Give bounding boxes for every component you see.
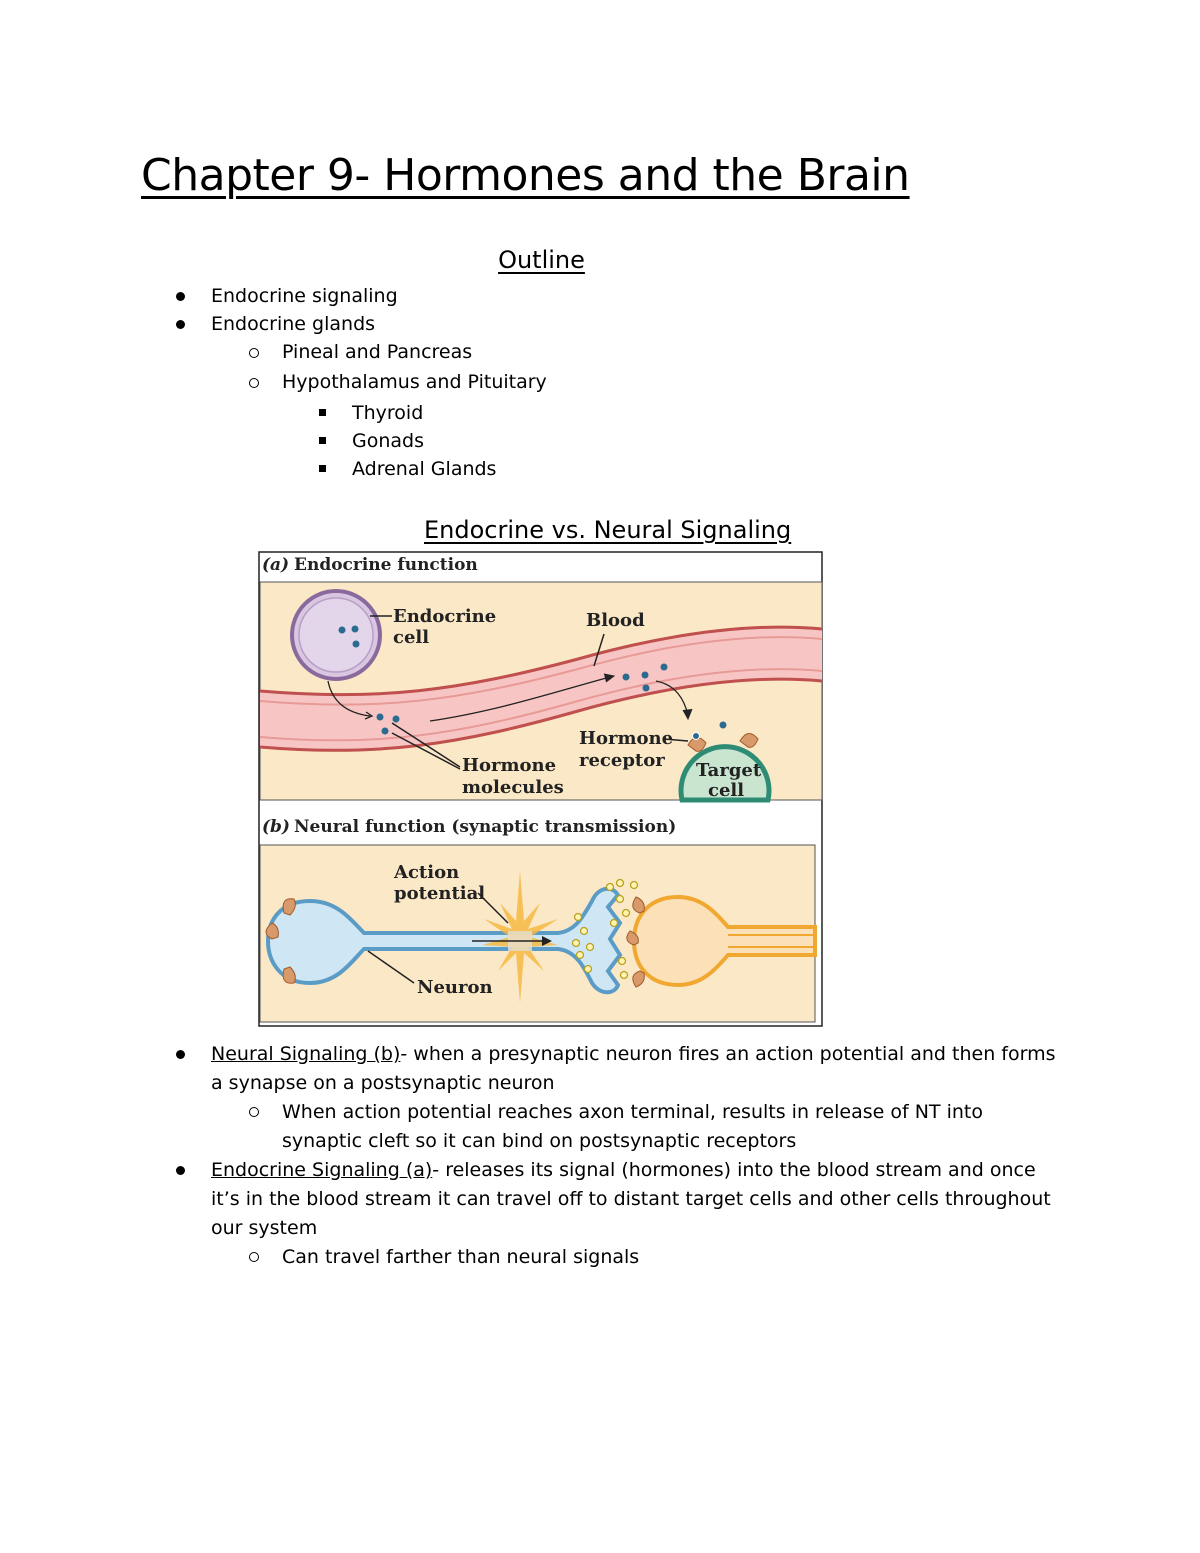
target-cell xyxy=(678,744,772,803)
target-cell-label: Target xyxy=(696,760,762,781)
receptor-icon xyxy=(632,970,645,988)
bullet-circle-icon xyxy=(249,378,259,388)
arrow-head-icon xyxy=(603,673,616,683)
vessel-inner-top xyxy=(259,636,823,706)
hormone-dot xyxy=(352,640,360,648)
endocrine-signaling-subnote: Can travel farther than neural signals xyxy=(282,1246,640,1268)
vessel-wall-bottom xyxy=(259,677,823,752)
receptor-icon xyxy=(739,733,759,748)
neural-signaling-text: - when a presynaptic neuron fires an act… xyxy=(211,1043,1056,1094)
action-potential-label-line xyxy=(477,892,509,924)
outline-heading: Outline xyxy=(498,246,585,274)
outline-item: Thyroid xyxy=(352,402,424,424)
bullet-square-icon xyxy=(319,409,326,416)
release-arrow xyxy=(327,680,371,717)
outline-item: Adrenal Glands xyxy=(352,458,497,480)
hormone-dot xyxy=(660,663,668,671)
receptor-icon xyxy=(687,737,707,752)
panel-a-letter: (a) xyxy=(262,555,289,575)
hormone-dot xyxy=(392,715,400,723)
hormone-molecules-label: molecules xyxy=(462,777,564,798)
outline-item: Endocrine glands xyxy=(211,313,376,335)
receptor-label-line xyxy=(663,738,689,742)
arrow-head-icon xyxy=(542,936,552,946)
bullet-square-icon xyxy=(319,465,326,472)
receptor-icon xyxy=(626,930,639,946)
hormone-dot xyxy=(719,721,727,729)
bullet-square-icon xyxy=(319,437,326,444)
blood-label: Blood xyxy=(586,610,645,631)
target-cell-label: cell xyxy=(708,780,744,801)
presynaptic-neuron xyxy=(265,886,623,995)
signaling-figure: (a) Endocrine function Endocrine cell Bl… xyxy=(258,551,823,1027)
bullet-disc-icon xyxy=(176,292,185,301)
bullet-circle-icon xyxy=(249,348,259,358)
vessel-wall-top xyxy=(259,625,823,697)
panel-b-title: Neural function (synaptic transmission) xyxy=(294,817,676,837)
hormone-dot xyxy=(642,684,650,692)
hormone-dot xyxy=(376,713,384,721)
arrow-head-icon xyxy=(364,711,374,720)
hormone-dot xyxy=(641,671,649,679)
hormone-dot xyxy=(622,673,630,681)
endocrine-cell-inner xyxy=(298,597,374,673)
blood-label-line xyxy=(593,633,605,667)
figure-heading: Endocrine vs. Neural Signaling xyxy=(424,516,792,544)
outline-item: Endocrine signaling xyxy=(211,285,398,307)
vessel-inner-bottom xyxy=(259,668,823,742)
receptor-icon xyxy=(632,896,645,914)
endocrine-signaling-text: - releases its signal (hormones) into th… xyxy=(211,1159,1051,1239)
vesicle-group xyxy=(571,878,639,980)
bullet-circle-icon xyxy=(249,1252,259,1262)
flow-arrow xyxy=(429,676,611,722)
action-potential-label: potential xyxy=(394,883,485,904)
endocrine-cell-label: cell xyxy=(393,627,429,648)
molecules-label-line xyxy=(391,732,461,770)
hormone-dot xyxy=(351,625,359,633)
hormone-dot xyxy=(692,732,700,740)
hormone-receptor-label: receptor xyxy=(579,750,665,771)
postsynaptic-neuron xyxy=(631,894,817,988)
hormone-dot xyxy=(338,626,346,634)
neural-signaling-note: Neural Signaling (b)- when a presynaptic… xyxy=(211,1040,1061,1098)
outline-item: Pineal and Pancreas xyxy=(282,341,473,363)
bullet-disc-icon xyxy=(176,1166,185,1175)
outline-item: Gonads xyxy=(352,430,424,452)
hormone-dot xyxy=(381,727,389,735)
neuron-label-line xyxy=(367,950,415,984)
page-title: Chapter 9- Hormones and the Brain xyxy=(141,150,910,201)
bullet-disc-icon xyxy=(176,320,185,329)
molecules-label-line xyxy=(391,722,461,768)
receptor-icon xyxy=(265,922,279,940)
panel-b-letter: (b) xyxy=(262,817,290,837)
hormone-receptor-label: Hormone xyxy=(579,728,673,749)
outline-item: Hypothalamus and Pituitary xyxy=(282,371,547,393)
endocrine-signaling-term: Endocrine Signaling (a) xyxy=(211,1159,433,1181)
hormone-molecules-label: Hormone xyxy=(462,755,556,776)
neural-signaling-subnote: When action potential reaches axon termi… xyxy=(282,1101,983,1152)
bullet-disc-icon xyxy=(176,1050,185,1059)
receptor-icon xyxy=(282,966,296,984)
neuron-label: Neuron xyxy=(417,977,493,998)
bullet-circle-icon xyxy=(249,1107,259,1117)
action-potential-label: Action xyxy=(393,862,459,883)
endocrine-cell-label: Endocrine xyxy=(393,606,496,627)
blood-vessel xyxy=(260,627,822,751)
receptor-icon xyxy=(282,898,296,916)
endocrine-signaling-note: Endocrine Signaling (a)- releases its si… xyxy=(211,1156,1061,1243)
panel-a-title: Endocrine function xyxy=(294,555,478,575)
arrow-head-icon xyxy=(682,708,693,721)
neural-signaling-term: Neural Signaling (b) xyxy=(211,1043,401,1065)
